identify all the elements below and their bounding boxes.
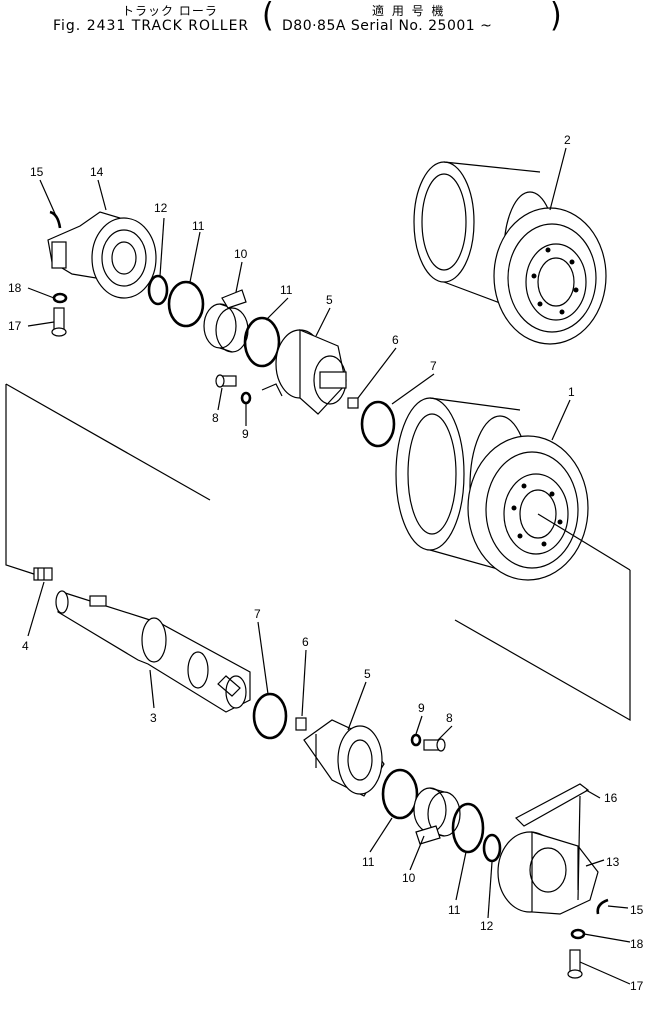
o-ring-12-upper	[147, 274, 169, 306]
callout-7-lower: 7	[254, 607, 261, 621]
callout-5-upper: 5	[326, 293, 333, 307]
callout-labels: 2 1 15 14 12 11 10 11 5 6 7 18 17 8 9 4 …	[8, 133, 644, 993]
o-ring-11-upper-a	[167, 280, 205, 328]
seal-10-upper	[203, 289, 249, 353]
collar-14	[47, 211, 157, 299]
assembly-frame-left	[5, 384, 41, 577]
bolt-8-upper	[215, 374, 237, 388]
callout-11-upper-b: 11	[280, 283, 293, 297]
bolt-17-lower	[567, 949, 583, 979]
callout-13: 13	[606, 855, 620, 869]
callout-6-lower: 6	[302, 635, 309, 649]
callout-18-upper: 18	[8, 281, 22, 295]
assembly-frame-right	[454, 570, 631, 722]
callout-1: 1	[568, 385, 575, 399]
washer-9-lower	[410, 733, 422, 747]
o-ring-7-lower	[252, 692, 288, 740]
housing-5-lower	[303, 719, 385, 797]
track-roller-2	[413, 161, 607, 345]
figure-title-japanese: トラック ローラ	[122, 4, 218, 18]
o-ring-11-lower-b	[451, 802, 485, 854]
callout-11-upper-a: 11	[192, 219, 205, 233]
bolt-8-lower	[423, 738, 446, 752]
callout-7-upper: 7	[430, 359, 437, 373]
callout-6-upper: 6	[392, 333, 399, 347]
callout-18-lower: 18	[630, 937, 644, 951]
assembly-frame-top	[5, 383, 211, 501]
callout-15-lower: 15	[630, 903, 644, 917]
collar-13	[497, 831, 599, 915]
callout-8-lower: 8	[446, 711, 453, 725]
shaft-3	[55, 590, 251, 713]
applicability-bracket-open: (	[262, 0, 274, 35]
track-roller-1	[395, 397, 631, 581]
callout-12-upper: 12	[154, 201, 168, 215]
callout-3: 3	[150, 711, 157, 725]
applicability-bracket-close: )	[550, 0, 562, 35]
callout-17-lower: 17	[630, 979, 644, 993]
callout-5-lower: 5	[364, 667, 371, 681]
applicability-label-japanese: 適 用 号 機	[372, 4, 446, 18]
callout-11-lower-b: 11	[448, 903, 461, 917]
callout-11-lower-a: 11	[362, 855, 375, 869]
callout-12-lower: 12	[480, 919, 494, 933]
o-ring-11-lower-a	[381, 768, 419, 820]
callout-10-upper: 10	[234, 247, 248, 261]
washer-18-lower	[570, 928, 586, 940]
callout-9-upper: 9	[242, 427, 249, 441]
callout-15-upper: 15	[30, 165, 44, 179]
serial-applicability: D80·85A Serial No. 25001 ~	[282, 18, 493, 34]
snap-ring-15-lower	[596, 898, 609, 915]
callout-16: 16	[604, 791, 618, 805]
bolt-17-upper	[51, 307, 67, 337]
figure-title: Fig. 2431 TRACK ROLLER	[53, 18, 250, 34]
pin-6-lower	[295, 717, 307, 731]
o-ring-12-lower	[482, 833, 502, 863]
callout-8-upper: 8	[212, 411, 219, 425]
callout-2: 2	[564, 133, 571, 147]
leader-lines	[27, 147, 631, 985]
housing-5-upper	[261, 329, 347, 415]
washer-18-upper	[52, 292, 68, 304]
callout-10-lower: 10	[402, 871, 416, 885]
washer-9-upper	[240, 391, 252, 405]
callout-17-upper: 17	[8, 319, 22, 333]
callout-9-lower: 9	[418, 701, 425, 715]
callout-4: 4	[22, 639, 29, 653]
o-ring-11-upper-b	[243, 316, 281, 368]
callout-14: 14	[90, 165, 104, 179]
o-ring-7-upper	[360, 400, 396, 448]
snap-ring-15-upper	[49, 210, 62, 229]
pin-6-upper	[347, 397, 359, 409]
plate-16	[515, 783, 590, 827]
plug-4	[33, 567, 53, 581]
